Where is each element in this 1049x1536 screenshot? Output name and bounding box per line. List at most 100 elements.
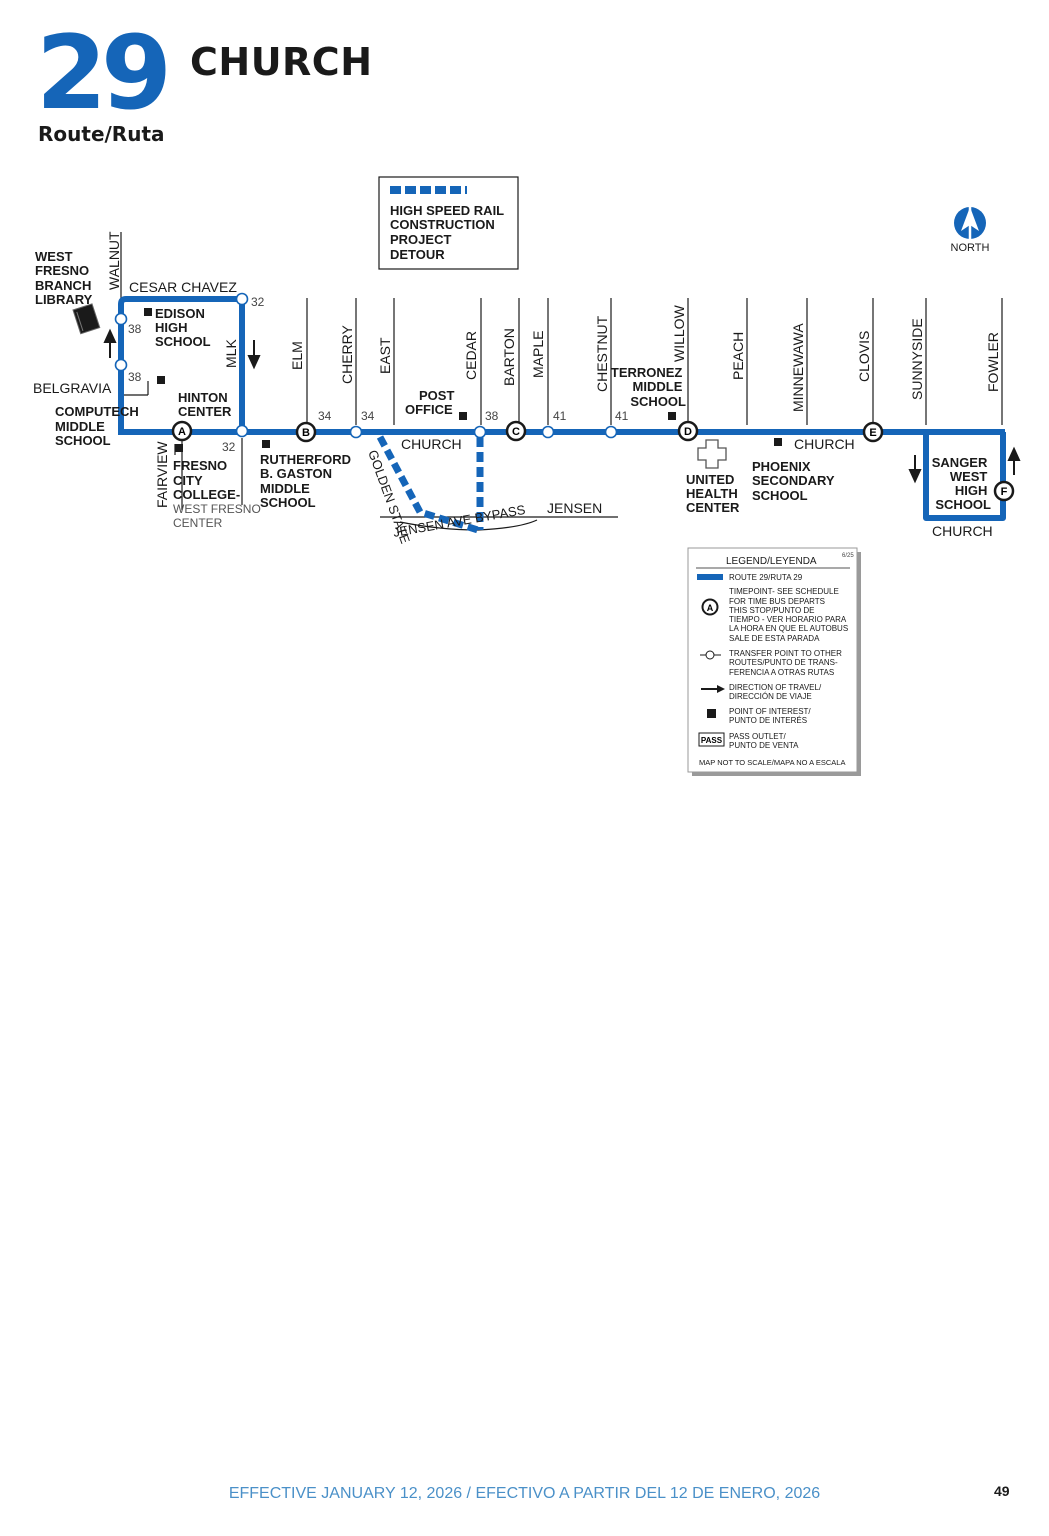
detour-route [376,435,484,534]
transfer-route-number: 38 [128,322,142,336]
timepoint-b[interactable]: B [295,421,317,443]
legend-transfer: TRANSFER POINT TO OTHER ROUTES/PUNTO DE … [729,649,844,677]
street-label: WALNUT [106,231,122,290]
street-label: CHURCH [401,436,462,452]
street-label: JENSEN AVE BYPASS [392,502,527,540]
transfer-point [349,425,363,439]
poi-marker [459,412,467,420]
poi-terronez: TERRONEZ MIDDLE SCHOOL [611,365,686,409]
legend-timepoint-symbol: A [707,603,714,613]
street-label: MINNEWAWA [790,323,806,412]
timepoint-label: B [302,427,310,439]
poi-united-health: UNITED HEALTH CENTER [686,472,741,515]
route-label: Route/Ruta [38,122,165,146]
timepoint-d[interactable]: D [677,420,699,442]
legend-date-code: 6/25 [842,553,854,559]
street-label: CHURCH [794,436,855,452]
poi-marker [668,412,676,420]
detour-line: DETOUR [390,247,445,262]
street-label: CLOVIS [856,331,872,382]
transfer-route-number: 38 [485,409,499,423]
street-label: FAIRVIEW [154,441,170,508]
transfer-route-number: 34 [361,409,375,423]
route-name: CHURCH [190,40,373,84]
transfer-route-number: 41 [615,409,629,423]
street-label: SUNNYSIDE [909,318,925,400]
poi-computech: COMPUTECH MIDDLE SCHOOL [55,404,142,448]
legend: LEGEND/LEYENDA 6/25 ROUTE 29/RUTA 29 A T… [687,547,861,776]
timepoint-label: A [178,426,186,438]
street-label: BARTON [501,328,517,386]
street-label: CHURCH [932,523,993,539]
legend-pass-symbol: PASS [701,736,723,745]
transfer-route-number: 34 [318,409,332,423]
poi-fresno-city-college-sub: WEST FRESNO CENTER [173,502,264,530]
street-label: JENSEN [547,500,602,516]
poi-marker [262,440,270,448]
transfer-point [235,424,249,438]
street-label: ELM [289,341,305,370]
detour-line: PROJECT [390,232,451,247]
footer-effective-date: EFFECTIVE JANUARY 12, 2026 / EFECTIVO A … [228,1485,821,1502]
street-label: MLK [223,339,239,368]
transfer-points [114,292,618,439]
timepoint-label: F [1001,486,1008,498]
poi-marker [157,376,165,384]
timepoint-e[interactable]: E [862,421,884,443]
transfer-point [235,292,249,306]
timepoint-c[interactable]: C [505,420,527,442]
route-number: 29 [36,14,172,133]
street-label: CESAR CHAVEZ [129,279,237,295]
street-label: EAST [377,337,393,374]
detour-box: HIGH SPEED RAIL CONSTRUCTION PROJECT DET… [378,176,519,270]
street-label: CEDAR [463,331,479,380]
timepoint-f[interactable]: F [993,480,1015,502]
arrow-up-icon [103,328,117,343]
poi-fresno-city-college: FRESNO CITY COLLEGE- [173,458,240,502]
poi-edison-high-school: EDISON HIGH SCHOOL [155,306,211,349]
transfer-point [473,425,487,439]
transfer-route-number: 32 [251,295,265,309]
north-arrow-icon: NORTH [951,207,990,254]
detour-line: CONSTRUCTION [390,217,495,232]
transfer-route-number: 41 [553,409,567,423]
transfer-route-number: 38 [128,370,142,384]
timepoint-label: C [512,426,520,438]
legend-poi: POINT OF INTEREST/ PUNTO DE INTERÉS [729,707,813,725]
poi-labels: WEST FRESNO BRANCH LIBRARY EDISON HIGH S… [35,249,991,515]
poi-markers [144,308,782,452]
transfer-point [604,425,618,439]
poi-sanger-west: SANGER WEST HIGH SCHOOL [932,455,991,512]
street-label: GOLDEN STATE [365,448,413,546]
library-icon [72,303,101,335]
transfer-point [114,358,128,372]
street-label: MAPLE [530,331,546,378]
transfer-point [114,312,128,326]
poi-hinton-center: HINTON CENTER [178,390,232,419]
street-label: BELGRAVIA [33,380,112,396]
transfer-route-number: 32 [222,440,236,454]
poi-marker [144,308,152,316]
arrow-down-icon [908,469,922,484]
poi-marker [774,438,782,446]
arrow-down-icon [247,355,261,370]
legend-scale-note: MAP NOT TO SCALE/MAPA NO A ESCALA [699,758,845,767]
direction-arrows [103,328,1021,484]
street-label: CHERRY [339,324,355,384]
legend-direction: DIRECTION OF TRAVEL/ DIRECCIÓN DE VIAJE [729,683,823,701]
timepoint-label: E [869,427,876,439]
hospital-icon [697,439,727,469]
legend-timepoint: TIMEPOINT- SEE SCHEDULE FOR TIME BUS DEP… [729,587,850,643]
transfer-route-numbers: 38 38 32 32 34 34 38 41 41 [128,295,629,454]
poi-post-office: POST OFFICE [405,388,458,417]
timepoints: A B C D E F [171,420,1015,502]
street-label: PEACH [730,332,746,380]
street-label: WILLOW [671,304,687,362]
legend-pass: PASS OUTLET/ PUNTO DE VENTA [729,732,799,750]
timepoint-a[interactable]: A [171,420,193,442]
street-label: FOWLER [985,332,1001,392]
legend-title: LEGEND/LEYENDA [726,556,817,567]
transfer-point [541,425,555,439]
north-label: NORTH [951,242,990,254]
